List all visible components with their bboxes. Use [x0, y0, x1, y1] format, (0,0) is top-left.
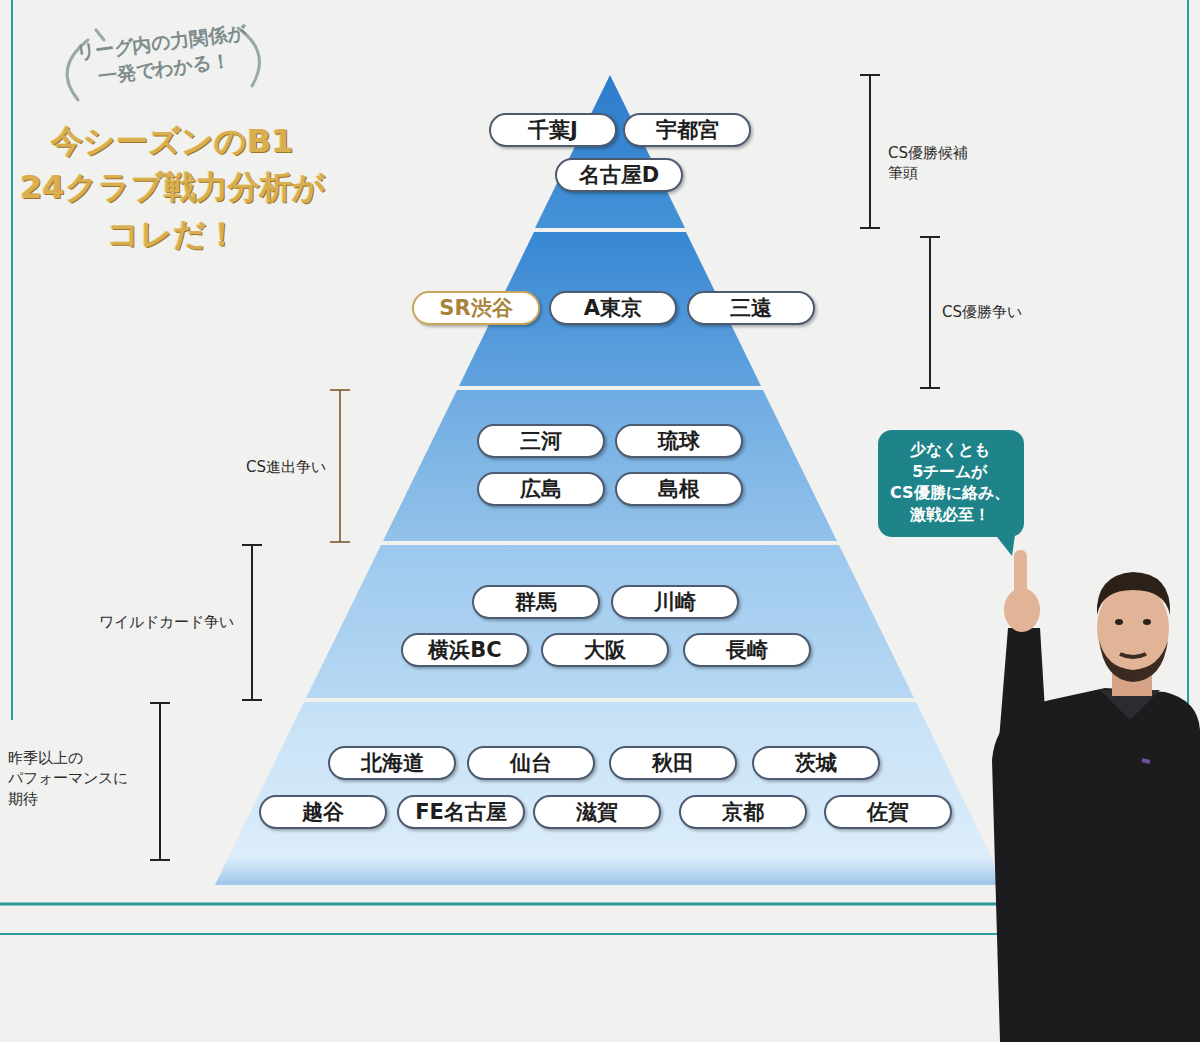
bracket	[330, 390, 350, 542]
team-pill: 京都	[679, 795, 807, 829]
bracket	[920, 237, 940, 388]
team-pill: 千葉J	[489, 113, 617, 147]
bracket	[150, 703, 170, 860]
node-text: 横浜BC	[428, 640, 501, 661]
node-text: 千葉J	[528, 120, 578, 141]
frame-line	[11, 0, 13, 720]
pyramid-band	[306, 545, 914, 698]
team-pill: 茨城	[752, 746, 880, 780]
team-pill: 群馬	[472, 585, 600, 619]
bracket-label: 昨季以上の パフォーマンスに 期待	[8, 748, 128, 809]
bracket-label: CS優勝候補 筆頭	[888, 143, 968, 184]
node-text: 仙台	[510, 753, 552, 774]
node-text: FE名古屋	[415, 802, 507, 823]
pyramid-band	[383, 390, 837, 541]
pyramid-band	[535, 75, 685, 228]
node-text: A東京	[584, 298, 642, 319]
node-text: SR渋谷	[439, 298, 512, 319]
node-text: 広島	[520, 479, 562, 500]
team-pill: 横浜BC	[401, 633, 529, 667]
node-text: 名古屋D	[579, 165, 659, 186]
node-text: 三河	[520, 431, 562, 452]
bracket-label: CS優勝争い	[942, 302, 1022, 322]
team-pill: 秋田	[609, 746, 737, 780]
team-pill: 長崎	[683, 633, 811, 667]
team-pill: FE名古屋	[397, 795, 525, 829]
bracket-label: CS進出争い	[246, 457, 326, 477]
pyramid-band	[215, 702, 1005, 885]
team-pill: 川崎	[611, 585, 739, 619]
team-pill: 三遠	[687, 291, 815, 325]
bracket	[242, 545, 262, 700]
node-text: 琉球	[658, 431, 700, 452]
node-text: 秋田	[652, 753, 694, 774]
team-pill: 大阪	[541, 633, 669, 667]
team-pill: 越谷	[259, 795, 387, 829]
node-text: 茨城	[795, 753, 837, 774]
page-title: 今シーズンのB1 24クラブ戦力分析が コレだ！	[20, 118, 325, 257]
team-pill: 北海道	[328, 746, 456, 780]
team-pill: 滋賀	[533, 795, 661, 829]
speech-bubble: 少なくとも 5チームが CS優勝に絡み、 激戦必至！	[878, 430, 1024, 537]
team-pill: 宇都宮	[623, 113, 751, 147]
node-text: 大阪	[584, 640, 626, 661]
node-text: 三遠	[730, 298, 772, 319]
bracket	[860, 75, 880, 228]
node-text: 長崎	[726, 640, 768, 661]
subtitle-bubble: リーグ内の力関係が 一発でわかる！	[75, 20, 251, 92]
team-pill: 仙台	[467, 746, 595, 780]
team-pill: 三河	[477, 424, 605, 458]
bracket-label: ワイルドカード争い	[99, 612, 234, 632]
team-pill: 名古屋D	[555, 158, 683, 192]
node-text: 京都	[722, 802, 764, 823]
node-text: 少なくとも 5チームが CS優勝に絡み、 激戦必至！	[890, 439, 1010, 525]
team-pill: 琉球	[615, 424, 743, 458]
node-text: 越谷	[302, 802, 344, 823]
team-pill: SR渋谷	[412, 291, 540, 325]
team-pill: 島根	[615, 472, 743, 506]
node-text: 北海道	[361, 753, 424, 774]
node-text: 佐賀	[867, 802, 909, 823]
team-pill: 佐賀	[824, 795, 952, 829]
person-figure	[992, 550, 1200, 1042]
node-text: 島根	[658, 479, 700, 500]
team-pill: 広島	[477, 472, 605, 506]
team-pill: A東京	[549, 291, 677, 325]
node-text: 群馬	[515, 592, 557, 613]
node-text: リーグ内の力関係が 一発でわかる！	[75, 20, 251, 92]
node-text: 宇都宮	[656, 120, 719, 141]
node-text: 川崎	[654, 592, 696, 613]
node-text: 滋賀	[576, 802, 618, 823]
